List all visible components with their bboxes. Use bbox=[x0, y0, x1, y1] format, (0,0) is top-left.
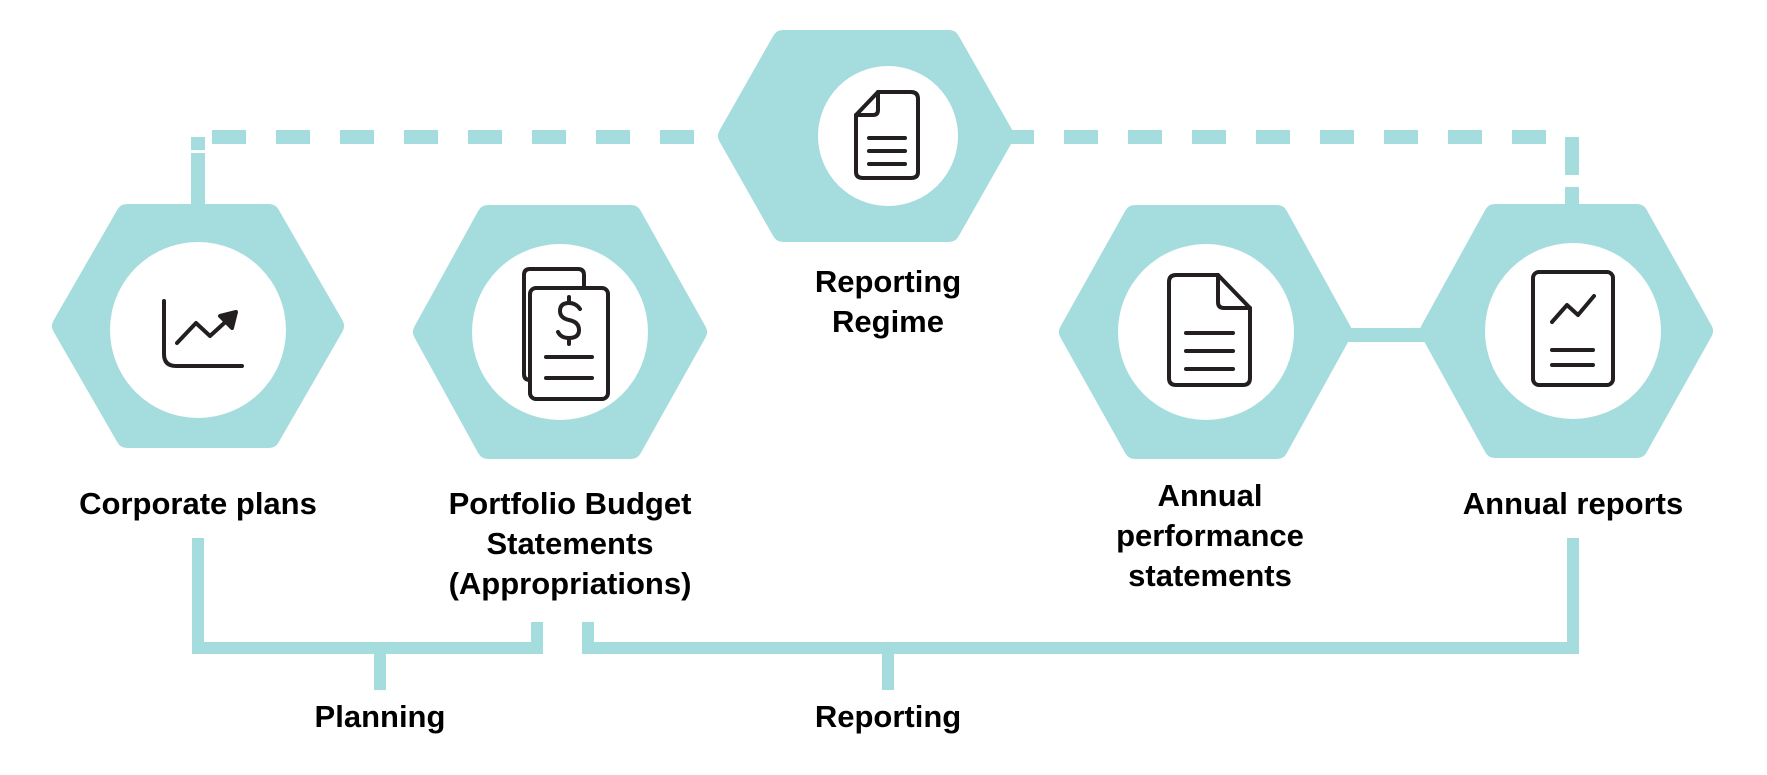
node-reporting-regime bbox=[718, 30, 1014, 242]
icon-circle bbox=[1485, 243, 1661, 419]
label-annual-performance-statements: Annual performance statements bbox=[1075, 476, 1345, 596]
label-annual-reports: Annual reports bbox=[1413, 484, 1733, 524]
label-line: Regime bbox=[832, 304, 944, 339]
label-line: Annual reports bbox=[1462, 486, 1684, 521]
node-annual-reports bbox=[1420, 204, 1713, 458]
node-portfolio-budget-statements bbox=[413, 205, 707, 459]
link-bar bbox=[1345, 328, 1430, 342]
planning-bracket bbox=[192, 538, 543, 690]
label-corporate-plans: Corporate plans bbox=[48, 484, 348, 524]
document-icon bbox=[1167, 273, 1252, 387]
line-chart-icon bbox=[162, 299, 244, 368]
node-annual-performance-statements bbox=[1059, 205, 1352, 459]
label-line: Annual bbox=[1157, 478, 1263, 513]
dollar-documents-icon bbox=[522, 267, 610, 401]
label-portfolio-budget-statements: Portfolio Budget Statements (Appropriati… bbox=[410, 484, 730, 604]
document-icon bbox=[854, 90, 920, 180]
group-label-reporting: Reporting bbox=[814, 699, 962, 734]
icon-circle bbox=[110, 242, 286, 418]
label-line: performance bbox=[1116, 518, 1304, 553]
label-line: Reporting bbox=[814, 264, 962, 299]
label-reporting-regime: Reporting Regime bbox=[788, 262, 988, 342]
reporting-bracket bbox=[582, 538, 1579, 690]
label-line: (Appropriations) bbox=[448, 566, 692, 601]
dashed-connector bbox=[191, 130, 1579, 205]
node-corporate-plans bbox=[52, 204, 344, 448]
label-line: Corporate plans bbox=[79, 486, 317, 521]
label-line: Statements bbox=[486, 526, 654, 561]
label-line: Portfolio Budget bbox=[448, 486, 692, 521]
group-label-planning: Planning bbox=[314, 699, 446, 734]
chart-report-icon bbox=[1531, 270, 1615, 387]
label-line: statements bbox=[1128, 558, 1292, 593]
